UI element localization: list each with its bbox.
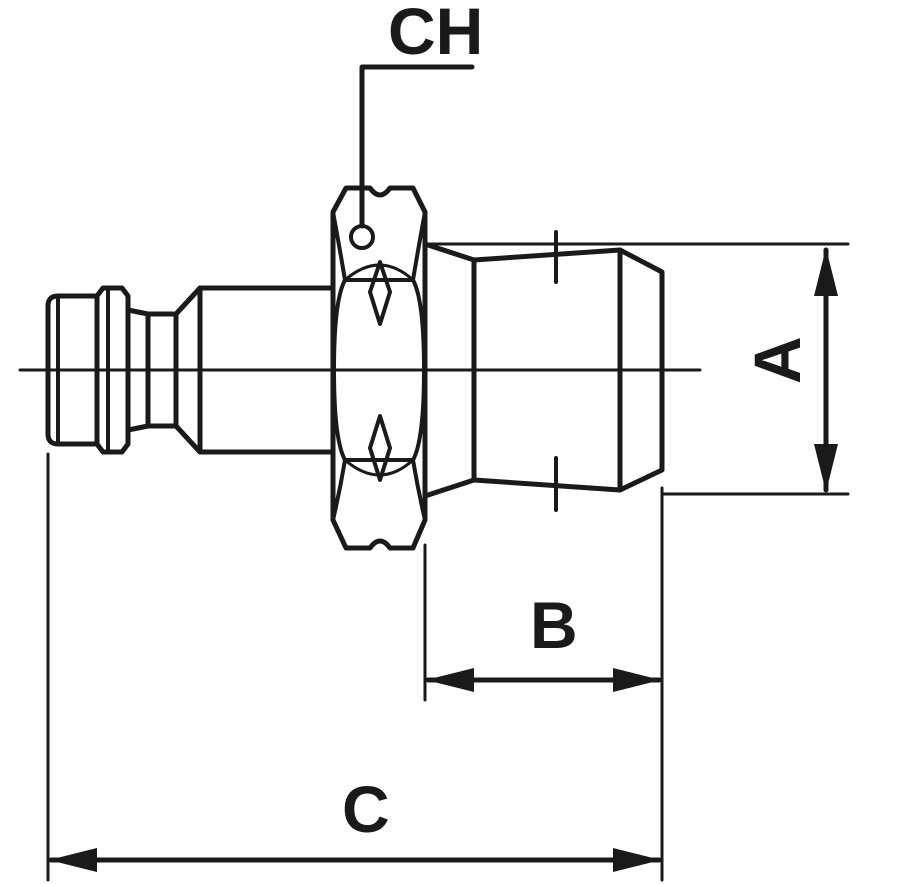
body-shank [197,285,335,455]
label-c: C [342,772,390,846]
threaded-tail [422,230,665,512]
nut-diamond-mark-top [368,260,392,326]
dimension-b [423,486,664,882]
label-ch: CH [388,0,483,68]
ch-leader [359,64,475,229]
ch-reference-circle [349,224,375,250]
label-a: A [740,336,814,384]
nut-diamond-mark-bottom [368,414,392,482]
dimension-c [46,452,662,882]
hex-nut [330,185,428,551]
plug-nipple [45,285,203,455]
dimension-a [423,242,850,496]
label-b: B [530,588,578,662]
